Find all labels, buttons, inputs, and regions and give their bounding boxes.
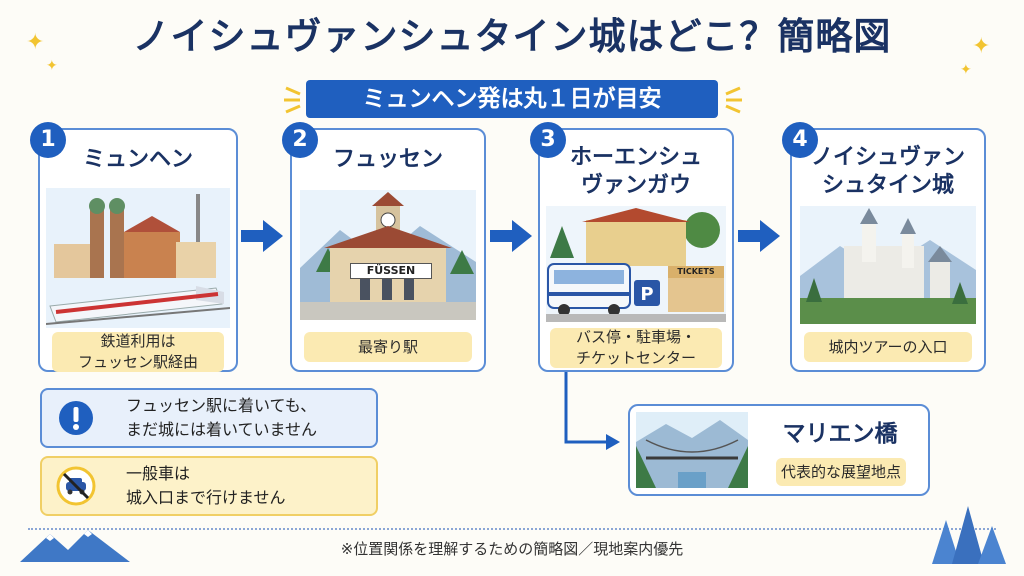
note-line: 一般車は	[126, 464, 191, 483]
mountain-icon	[20, 530, 130, 562]
step-title: ミュンヘン	[82, 147, 193, 172]
step-number-badge: 2	[282, 122, 318, 158]
step-label: 城内ツアーの入口	[804, 332, 972, 362]
tickets-sign: TICKETS	[677, 267, 715, 276]
title-line: シュタイン城	[821, 173, 954, 198]
footer-divider	[28, 528, 996, 530]
flow-arrow-icon	[738, 220, 780, 252]
step-number-badge: 3	[530, 122, 566, 158]
branch-label: 代表的な展望地点	[776, 458, 906, 486]
footer-note: ※位置関係を理解するための簡略図／現地案内優先	[340, 540, 684, 558]
label-line: バス停・駐車場・	[575, 328, 696, 346]
step-title: ホーエンシュ ヴァンガウ	[540, 144, 732, 200]
title-line: ヴァンガウ	[580, 173, 691, 198]
note-text: フュッセン駅に着いても、 まだ城には着いていません	[126, 394, 317, 442]
label-line: 鉄道利用は	[100, 332, 176, 350]
step-label: 最寄り駅	[304, 332, 472, 362]
step-title: フュッセン	[332, 147, 443, 172]
sparkle-icon: ✦	[26, 30, 45, 55]
title-line: ノイシュヴァン	[810, 145, 965, 170]
page-title: ノイシュヴァンシュタイン城はどこ？簡略図	[132, 15, 892, 58]
step-label: バス停・駐車場・チケットセンター	[550, 328, 722, 368]
sparkle-icon: ✦	[46, 58, 58, 74]
flow-arrow-icon	[490, 220, 532, 252]
banner-rays-left-icon	[284, 86, 301, 114]
note-line: 城入口まで行けません	[126, 488, 286, 507]
bus-stop-icon	[546, 206, 726, 322]
step-card-hohenschwangau: ホーエンシュ ヴァンガウ P TICKETS バス停・駐車場・チケットセンター	[538, 128, 734, 372]
no-car-icon	[56, 466, 96, 506]
bridge-icon	[636, 412, 748, 488]
note-line: まだ城には着いていません	[126, 420, 318, 439]
label-line: フュッセン駅経由	[77, 353, 198, 371]
banner-rays-right-icon	[725, 86, 742, 114]
note-car-restriction: 一般車は 城入口まで行けません	[40, 456, 378, 516]
flow-arrow-icon	[241, 220, 283, 252]
step-card-fussen: フュッセン FÜSSEN 最寄り駅	[290, 128, 486, 372]
sparkle-icon: ✦	[972, 34, 991, 59]
step-card-neuschwanstein: ノイシュヴァン シュタイン城 城内ツアーの入口	[790, 128, 986, 372]
branch-title: マリエン橋	[782, 421, 898, 447]
exclamation-icon	[59, 401, 93, 435]
step-label: 鉄道利用はフュッセン駅経由	[52, 332, 224, 372]
pine-trees-icon	[932, 506, 1006, 564]
parking-sign: P	[640, 284, 654, 305]
branch-card-marienbruecke: マリエン橋 代表的な展望地点	[628, 404, 930, 496]
note-line: フュッセン駅に着いても、	[126, 396, 317, 415]
branch-arrow-icon	[564, 372, 620, 450]
note-station-warning: フュッセン駅に着いても、 まだ城には着いていません	[40, 388, 378, 448]
label-line: チケットセンター	[575, 349, 696, 367]
step-number-badge: 4	[782, 122, 818, 158]
munich-city-icon	[46, 188, 230, 328]
fussen-station-icon	[300, 190, 476, 320]
sparkle-icon: ✦	[960, 62, 972, 78]
step-card-munich: ミュンヘン 鉄道利用はフュッセン駅経由	[38, 128, 238, 372]
duration-banner: ミュンヘン発は丸１日が目安	[306, 80, 718, 118]
station-sign: FÜSSEN	[350, 263, 432, 279]
step-title: ノイシュヴァン シュタイン城	[792, 144, 984, 200]
castle-icon	[800, 206, 976, 324]
step-number-badge: 1	[30, 122, 66, 158]
title-line: ホーエンシュ	[569, 145, 702, 170]
note-text: 一般車は 城入口まで行けません	[126, 462, 286, 510]
